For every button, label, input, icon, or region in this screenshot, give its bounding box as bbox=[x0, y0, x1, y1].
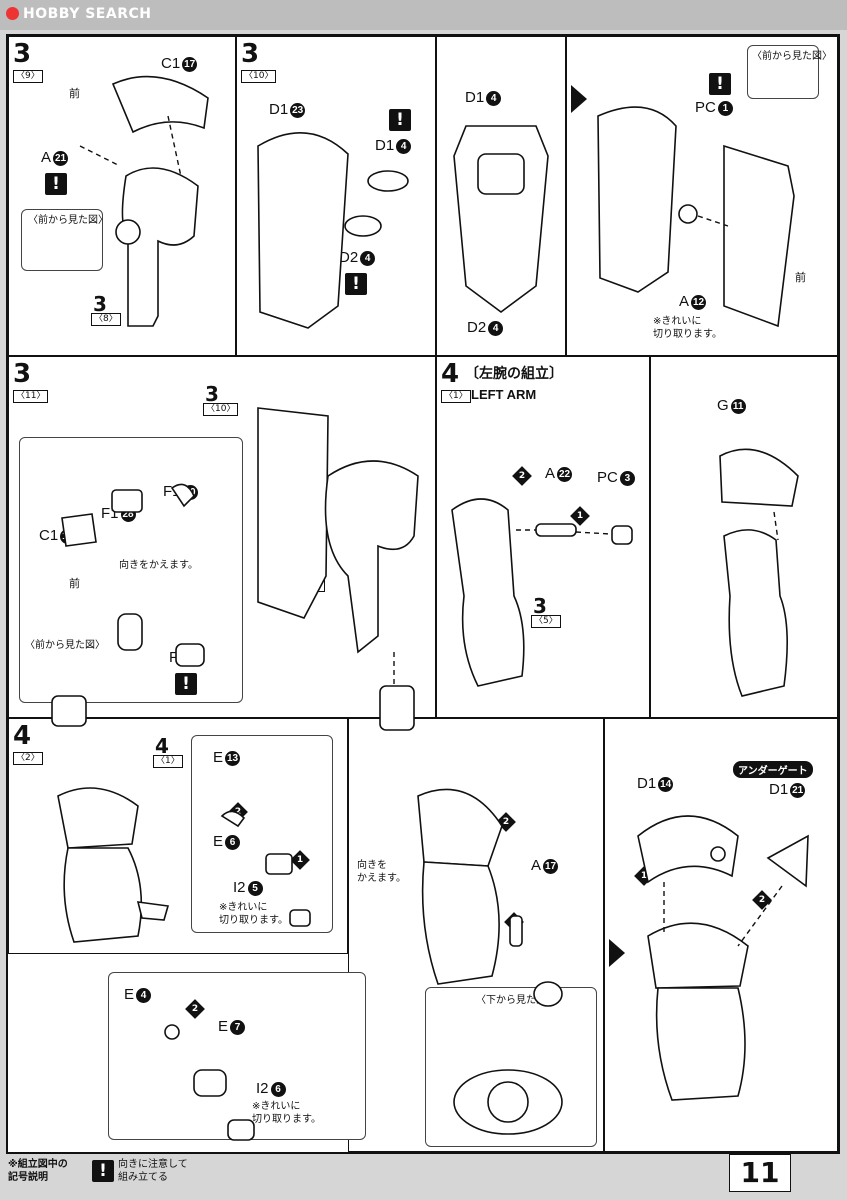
page-number: 11 bbox=[729, 1154, 791, 1192]
ref-step: 3 bbox=[205, 382, 219, 406]
armor-d1-21 bbox=[766, 834, 809, 888]
caution-icon: ! bbox=[709, 73, 731, 95]
inset-caption: 〈前から見た図〉 bbox=[752, 51, 832, 62]
elbow-part bbox=[719, 448, 799, 507]
arm-assembly bbox=[121, 167, 199, 327]
cut-note: ※きれいに切り取ります。 bbox=[653, 316, 722, 340]
top-bar: HOBBY SEARCH bbox=[0, 0, 847, 30]
front-label: 前 bbox=[69, 578, 80, 590]
step-number: 3 bbox=[13, 39, 32, 69]
section-title-en: LEFT ARM bbox=[471, 387, 537, 402]
logo-icon bbox=[6, 7, 19, 20]
step-number: 3 bbox=[13, 359, 32, 389]
elbow-part bbox=[417, 788, 503, 867]
helmet-part bbox=[111, 75, 209, 134]
cut-note: ※きれいに切り取ります。 bbox=[252, 1101, 321, 1125]
caution-icon: ! bbox=[175, 673, 197, 695]
forearm bbox=[655, 987, 746, 1101]
ref-step: 3 bbox=[93, 292, 107, 316]
front-label: 前 bbox=[69, 88, 80, 100]
caution-icon: ! bbox=[92, 1160, 114, 1182]
shoulder-armor-3 bbox=[257, 407, 329, 619]
legend-title: ※組立図中の記号説明 bbox=[8, 1159, 68, 1183]
ref-sub: 〈8〉 bbox=[91, 313, 121, 326]
caution-icon: ! bbox=[345, 273, 367, 295]
elbow-part bbox=[57, 787, 139, 849]
armor-d1 bbox=[637, 815, 739, 884]
caution-icon: ! bbox=[45, 173, 67, 195]
upper-arm bbox=[723, 529, 788, 697]
sub-assembly-box bbox=[108, 972, 366, 1140]
step-sub: 〈11〉 bbox=[13, 390, 49, 403]
front-label: 前 bbox=[795, 272, 806, 284]
sub-assembly-box bbox=[19, 437, 243, 703]
forearm bbox=[421, 861, 500, 985]
elbow-part bbox=[647, 922, 749, 989]
inset-caption: 〈下から見た図〉 bbox=[476, 995, 556, 1006]
assembly-illustrations bbox=[51, 75, 809, 1141]
shoulder-armor bbox=[257, 131, 349, 329]
section-title: 〔左腕の組立〕 bbox=[465, 366, 563, 382]
cut-note: ※きれいに切り取ります。 bbox=[219, 902, 288, 926]
logo-text: HOBBY SEARCH bbox=[23, 6, 152, 22]
shoulder-armor-2 bbox=[597, 106, 677, 293]
ref-sub: 〈1〉 bbox=[153, 755, 183, 768]
turn-note: 向きをかえます。 bbox=[119, 560, 198, 571]
ref-sub: 〈5〉 bbox=[531, 615, 561, 628]
upper-arm bbox=[451, 498, 525, 687]
step-sub: 〈2〉 bbox=[13, 752, 43, 765]
ref-step: 4 bbox=[155, 734, 169, 758]
inset-caption: 〈前から見た図〉 bbox=[28, 215, 108, 226]
ref-step: 3 bbox=[533, 594, 547, 618]
legend-description: 向きに注意して組み立てる bbox=[118, 1159, 188, 1183]
footer-legend: ※組立図中の記号説明 ! 向きに注意して組み立てる bbox=[6, 1152, 836, 1194]
step-sub: 〈9〉 bbox=[13, 70, 43, 83]
site-logo[interactable]: HOBBY SEARCH bbox=[6, 6, 151, 22]
arrow-right-icon bbox=[609, 939, 625, 967]
arrow-right-icon bbox=[571, 85, 587, 113]
step-number: 4 bbox=[13, 721, 32, 751]
inset-front-view: 〈前から見た図〉 bbox=[747, 45, 832, 99]
ref-sub: 〈10〉 bbox=[203, 403, 239, 416]
arm-assembly bbox=[324, 460, 419, 654]
inner-frame bbox=[723, 144, 795, 328]
inset-caption: 〈前から見た図〉 bbox=[25, 640, 105, 651]
inset-front-view: 〈前から見た図〉 bbox=[21, 209, 108, 271]
step-number: 4 bbox=[441, 359, 460, 389]
turn-note: 向きをかえます。 bbox=[357, 860, 406, 884]
under-gate-badge: アンダーゲート bbox=[733, 761, 813, 778]
step-sub: 〈10〉 bbox=[241, 70, 277, 83]
step-number: 3 bbox=[241, 39, 260, 69]
step-sub: 〈1〉 bbox=[441, 390, 471, 403]
caution-icon: ! bbox=[389, 109, 411, 131]
sub-assembly-box bbox=[191, 735, 333, 933]
hand-part bbox=[379, 685, 415, 731]
